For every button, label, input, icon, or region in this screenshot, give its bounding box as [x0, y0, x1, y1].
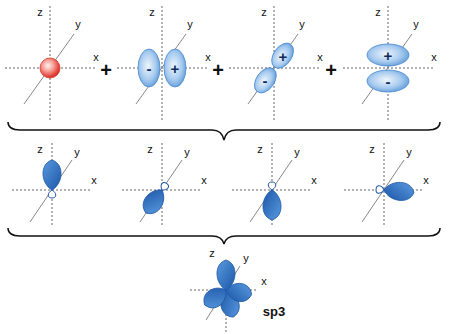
axis-label: z [147, 144, 153, 155]
axis-label: x [311, 175, 317, 186]
axis-label: x [423, 175, 429, 186]
phase-sign: + [279, 49, 288, 64]
pz-orbital [367, 44, 409, 92]
axis-label: y [294, 147, 300, 158]
axis-label: x [317, 52, 323, 63]
phase-sign: - [147, 61, 152, 76]
axis-label: x [201, 175, 207, 186]
phase-sign: + [384, 48, 393, 63]
phase-sign: + [171, 61, 180, 76]
axis-label: x [93, 52, 99, 63]
axis-label: z [149, 7, 155, 18]
axis-label: y [184, 147, 190, 158]
axis-label: z [261, 7, 267, 18]
axis-label: y [75, 19, 81, 30]
axis-label: y [243, 253, 249, 264]
axis-label: y [406, 147, 412, 158]
orbital-label: sp3 [263, 305, 285, 318]
plus-sign: + [325, 60, 337, 80]
phase-sign: - [386, 74, 391, 89]
axis-label: z [257, 144, 263, 155]
axis-label: y [413, 19, 419, 30]
py-orbital [250, 39, 298, 97]
plus-sign: + [212, 60, 224, 80]
plus-sign: + [100, 60, 112, 80]
px-orbital [138, 49, 186, 87]
axis-label: y [187, 19, 193, 30]
axis-label: x [205, 52, 211, 63]
axis-label: x [91, 175, 97, 186]
phase-sign: - [263, 73, 268, 88]
axes-row-2 [12, 143, 424, 226]
axis-label: z [375, 7, 381, 18]
brace [8, 122, 440, 140]
axis-label: x [261, 276, 267, 287]
axis-label: y [74, 147, 80, 158]
axis-label: z [37, 144, 43, 155]
axis-label: z [369, 144, 375, 155]
axis-label: z [209, 248, 215, 259]
s-orbital [40, 58, 60, 78]
brace [8, 228, 440, 244]
axes-row-1 [5, 6, 433, 120]
sp3-combined-orbital [200, 260, 254, 319]
axis-label: y [299, 19, 305, 30]
axis-label: z [37, 7, 43, 18]
sp3-hybrid-lobes [43, 160, 415, 220]
axis-label: x [431, 52, 437, 63]
